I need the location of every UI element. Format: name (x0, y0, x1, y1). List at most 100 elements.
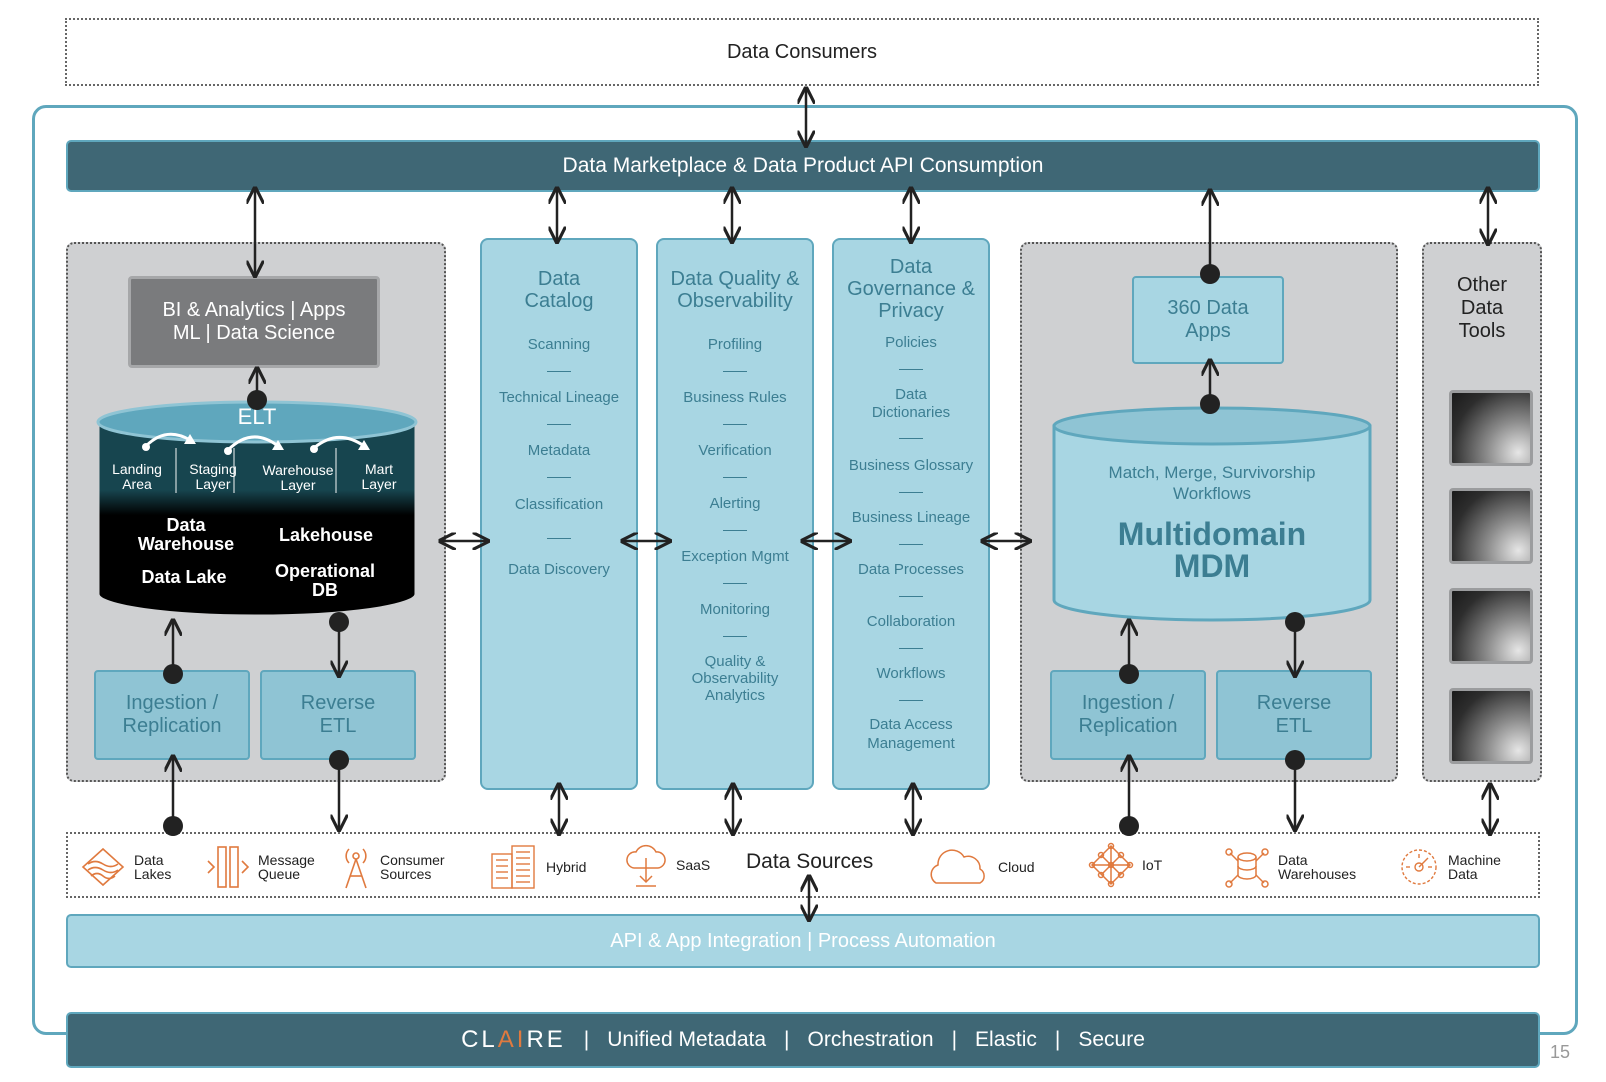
hybrid-icon (491, 845, 535, 889)
catalog-item-data-discovery: Data Discovery (508, 561, 610, 578)
footer-unified-metadata: Unified Metadata (607, 1028, 767, 1051)
operational-db-label: Operational DB (274, 561, 376, 600)
data-governance-title-line3: Privacy (878, 300, 944, 322)
separator (899, 369, 923, 370)
separator (723, 530, 747, 531)
data-quality-title-line2: Observability (677, 290, 793, 312)
cloud-icon (930, 849, 985, 884)
right-ingestion-line2: Replication (1078, 715, 1178, 737)
data-sources-title: Data Sources (746, 850, 874, 873)
right-reverse-line1: Reverse (1256, 692, 1332, 714)
data-catalog-column: Data Catalog Scanning Technical Lineage … (480, 238, 638, 790)
data-lakes-icon (81, 847, 125, 887)
quality-item-exception-mgmt: Exception Mgmt (681, 548, 789, 565)
source-machine-data: Machine Data (1398, 842, 1501, 892)
tool-tile-icon (1449, 688, 1533, 764)
left-reverse-etl-box: Reverse ETL (260, 670, 416, 760)
governance-item-data-dictionaries: Data Dictionaries (871, 386, 951, 421)
separator (899, 596, 923, 597)
source-label: Data Lakes (134, 852, 172, 882)
other-tools-line1: Other (1456, 274, 1508, 296)
separator (723, 636, 747, 637)
right-reverse-etl-box: Reverse ETL (1216, 670, 1372, 760)
mart-layer-label: Mart Layer (361, 461, 397, 492)
separator (723, 583, 747, 584)
source-label: Message Queue (258, 852, 315, 882)
governance-item-policies: Policies (885, 334, 937, 351)
footer-separator: | (784, 1028, 790, 1051)
separator (547, 424, 571, 425)
quality-item-analytics: Quality & Observability Analytics (691, 653, 779, 704)
360-apps-line2: Apps (1185, 320, 1231, 342)
source-data-lakes: Data Lakes (80, 842, 171, 892)
right-reverse-line2: ETL (1275, 715, 1313, 737)
iot-icon (1088, 842, 1134, 888)
mdm-subtitle-line2: Workflows (1172, 484, 1252, 503)
governance-item-business-glossary: Business Glossary (848, 457, 974, 474)
bi-analytics-line1: BI & Analytics | Apps (162, 299, 346, 321)
source-label: Cloud (998, 859, 1035, 875)
api-integration-bar: API & App Integration | Process Automati… (66, 914, 1540, 968)
tool-tile-icon (1449, 390, 1533, 466)
source-label: Machine Data (1448, 852, 1501, 882)
data-quality-column: Data Quality & Observability Profiling B… (656, 238, 814, 790)
separator (899, 492, 923, 493)
mdm-title-line1: Multidomain (1117, 516, 1307, 552)
mdm-title: Multidomain MDM (1050, 518, 1374, 582)
landing-area-label: Landing Area (112, 461, 162, 492)
data-catalog-title-line2: Catalog (524, 290, 594, 312)
data-catalog-title-line1: Data (537, 268, 581, 290)
source-hybrid: Hybrid (490, 842, 586, 892)
footer-separator: | (1054, 1028, 1061, 1051)
data-catalog-title: Data Catalog (482, 268, 636, 312)
source-saas: SaaS (624, 840, 710, 890)
claire-logo-part: RE (526, 1026, 566, 1053)
other-tools-title: Other Data Tools (1422, 274, 1542, 343)
lakehouse-label: Lakehouse (278, 525, 374, 545)
data-consumers-label: Data Consumers (726, 40, 878, 63)
mdm-subtitle: Match, Merge, Survivorship Workflows (1050, 462, 1374, 504)
claire-logo: CLAIRE (461, 1026, 566, 1054)
other-tools-line3: Tools (1458, 320, 1506, 342)
quality-item-profiling: Profiling (707, 336, 763, 353)
data-marketplace-bar: Data Marketplace & Data Product API Cons… (66, 140, 1540, 192)
data-warehouses-icon (1225, 848, 1269, 888)
source-consumer-sources: Consumer Sources (340, 842, 445, 892)
footer-secure: Secure (1078, 1028, 1145, 1051)
governance-item-data-access: Data Access Management (867, 716, 955, 752)
mdm-subtitle-line1: Match, Merge, Survivorship (1108, 463, 1316, 482)
source-label: Data Warehouses (1278, 852, 1357, 882)
data-governance-title: Data Governance & Privacy (834, 256, 988, 322)
machine-data-icon (1401, 849, 1437, 885)
data-warehouse-label: Data Warehouse (137, 515, 235, 554)
warehouse-layer-label: Warehouse Layer (262, 462, 334, 493)
360-data-apps-box: 360 Data Apps (1132, 276, 1284, 364)
mdm-title-line2: MDM (1173, 548, 1251, 584)
other-tools-line2: Data (1460, 297, 1504, 319)
governance-item-data-processes: Data Processes (858, 561, 964, 578)
governance-item-workflows: Workflows (876, 665, 946, 682)
data-governance-column: Data Governance & Privacy Policies Data … (832, 238, 990, 790)
catalog-item-scanning: Scanning (527, 336, 591, 353)
catalog-item-metadata: Metadata (527, 442, 591, 459)
elt-title: ELT (237, 404, 277, 429)
saas-icon (626, 844, 666, 887)
quality-item-verification: Verification (698, 442, 772, 459)
consumer-sources-icon (345, 848, 367, 889)
staging-layer-label: Staging Layer (189, 461, 237, 492)
data-governance-title-line2: Governance & (847, 278, 975, 300)
source-cloud: Cloud (926, 842, 1035, 892)
page-number: 15 (1550, 1042, 1571, 1062)
message-queue-icon (207, 846, 250, 888)
source-label: Consumer Sources (380, 852, 445, 882)
360-apps-line1: 360 Data (1167, 297, 1249, 319)
data-marketplace-label: Data Marketplace & Data Product API Cons… (562, 154, 1044, 177)
footer-orchestration: Orchestration (807, 1028, 934, 1051)
claire-logo-ai: AI (497, 1026, 527, 1053)
footer-separator: | (583, 1028, 590, 1051)
governance-item-collaboration: Collaboration (866, 613, 956, 630)
quality-item-monitoring: Monitoring (699, 601, 771, 618)
data-consumers-box: Data Consumers (65, 18, 1539, 86)
source-label: Hybrid (546, 859, 587, 875)
separator (899, 438, 923, 439)
